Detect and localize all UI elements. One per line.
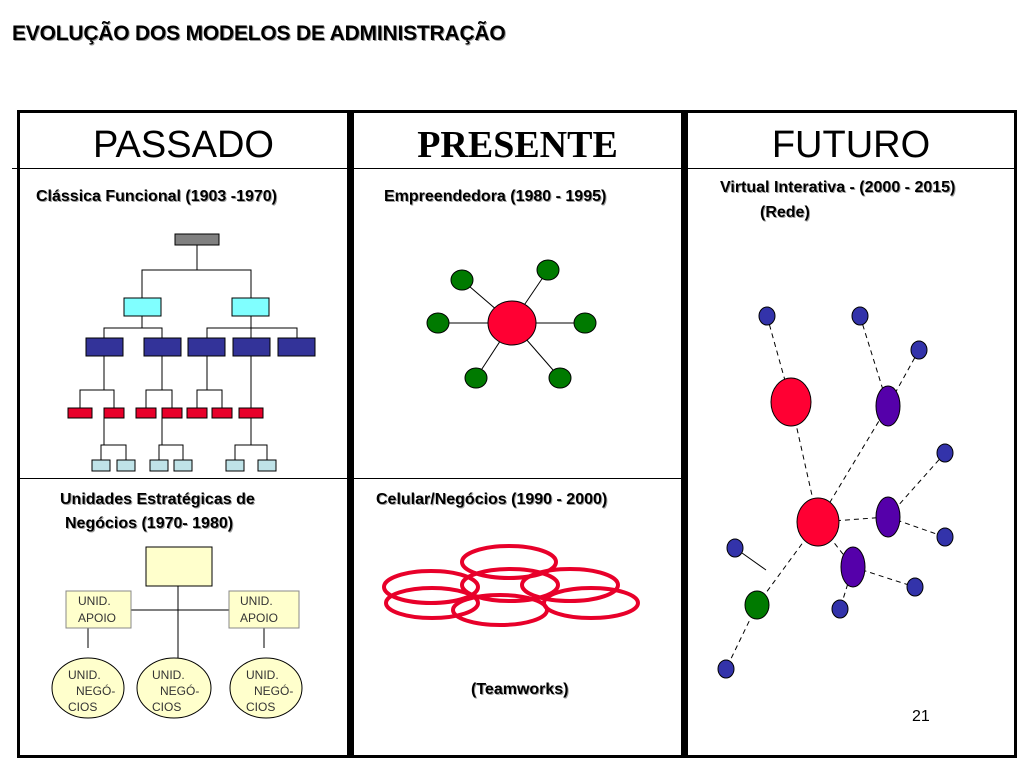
org-box-level2-left: [123, 297, 162, 317]
org-box-level4: [211, 407, 233, 419]
sbu-box-labels: UNID. APOIO UNID. APOIO UNID. NEGÓ- CIOS…: [68, 594, 293, 714]
network-blue-node: [936, 443, 954, 463]
network-blue-node: [831, 599, 849, 619]
org-chart-boxes: [67, 233, 316, 472]
sbu-diagram: [51, 546, 303, 719]
sbu-business-ellipse: [51, 657, 125, 719]
label-virtual-interativa: Virtual Interativa - (2000 - 2015): [720, 179, 956, 196]
org-box-level4: [103, 407, 125, 419]
slide-title: EVOLUÇÃO DOS MODELOS DE ADMINISTRAÇÃO: [12, 22, 506, 45]
label-une-line1: Unidades Estratégicas de: [60, 491, 255, 508]
row-divider: [17, 478, 684, 479]
sbu-business-label: CIOS: [68, 700, 97, 714]
org-box-level5: [257, 459, 277, 472]
hub-node: [487, 300, 537, 346]
sbu-business-label: CIOS: [246, 700, 275, 714]
label-teamworks: (Teamworks): [471, 681, 569, 698]
network-blue-node: [910, 340, 928, 360]
org-box-level5: [149, 459, 169, 472]
network-blue-node: [726, 538, 744, 558]
satellite-node: [573, 312, 597, 334]
ring: [520, 567, 620, 603]
org-box-level3: [277, 337, 316, 357]
virtual-network-nodes: [717, 306, 954, 679]
label-rede: (Rede): [760, 204, 810, 221]
column-future: FUTURO: [684, 110, 1017, 758]
sbu-support-label: UNID.: [78, 594, 111, 608]
network-hub-node: [796, 497, 840, 547]
org-box-level4: [186, 407, 208, 419]
column-present: PRESENTE: [350, 110, 684, 758]
satellite-node: [464, 367, 488, 389]
org-box-level4: [238, 407, 264, 419]
network-purple-node: [875, 496, 901, 538]
sbu-support-label: APOIO: [240, 611, 278, 625]
org-box-level5: [91, 459, 111, 472]
sbu-support-box-left: [65, 590, 132, 629]
sbu-business-label: NEGÓ-: [76, 683, 115, 698]
ring: [384, 586, 480, 620]
satellite-node: [426, 312, 450, 334]
label-empreendedora: Empreendedora (1980 - 1995): [384, 188, 607, 205]
sbu-business-label: UNID.: [246, 668, 279, 682]
org-box-level5: [116, 459, 136, 472]
org-box-level4: [161, 407, 183, 419]
heading-present: PRESENTE: [417, 124, 618, 166]
heading-future: FUTURO: [771, 124, 931, 166]
slide-number: 21: [912, 708, 930, 725]
satellite-node: [548, 367, 572, 389]
label-celular-negocios: Celular/Negócios (1990 - 2000): [376, 491, 608, 508]
network-blue-node: [717, 659, 735, 679]
sbu-business-label: CIOS: [152, 700, 181, 714]
header-divider: [12, 168, 1017, 169]
network-purple-node: [875, 385, 901, 427]
org-box-level2-right: [231, 297, 270, 317]
ring: [460, 544, 558, 580]
heading-past: PASSADO: [93, 124, 274, 166]
network-blue-node: [758, 306, 776, 326]
org-box-top: [174, 233, 220, 246]
label-une-line2: Negócios (1970- 1980): [65, 515, 234, 532]
hub-spoke: [426, 259, 597, 389]
network-blue-node: [851, 306, 869, 326]
satellite-node: [450, 269, 474, 291]
satellite-node: [536, 259, 560, 281]
label-classica-funcional: Clássica Funcional (1903 -1970): [36, 188, 277, 205]
org-box-level3: [143, 337, 182, 357]
sbu-support-label: APOIO: [78, 611, 116, 625]
sbu-business-ellipse: [136, 657, 212, 719]
cellular-rings: [382, 544, 640, 627]
network-blue-node: [906, 577, 924, 597]
sbu-top-box: [145, 546, 213, 587]
sbu-business-label: NEGÓ-: [160, 683, 199, 698]
org-chart: [79, 245, 298, 460]
org-box-level5: [173, 459, 193, 472]
org-box-level3: [187, 337, 226, 357]
network-blue-node: [936, 527, 954, 547]
sbu-support-label: UNID.: [240, 594, 273, 608]
network-purple-node: [840, 546, 866, 588]
org-box-level3: [232, 337, 271, 357]
network-green-node: [744, 590, 770, 620]
org-box-level4: [67, 407, 93, 419]
sbu-support-box-right: [228, 590, 300, 629]
org-box-level5: [225, 459, 245, 472]
org-box-level3: [85, 337, 124, 357]
column-past: PASSADO: [17, 110, 350, 758]
sbu-business-label: UNID.: [152, 668, 185, 682]
sbu-business-label: UNID.: [68, 668, 101, 682]
ring: [460, 567, 560, 603]
sbu-business-label: NEGÓ-: [254, 683, 293, 698]
sbu-business-ellipse: [229, 657, 303, 719]
ring: [542, 586, 640, 620]
ring: [382, 569, 480, 605]
network-hub-node: [770, 377, 812, 427]
org-box-level4: [135, 407, 157, 419]
